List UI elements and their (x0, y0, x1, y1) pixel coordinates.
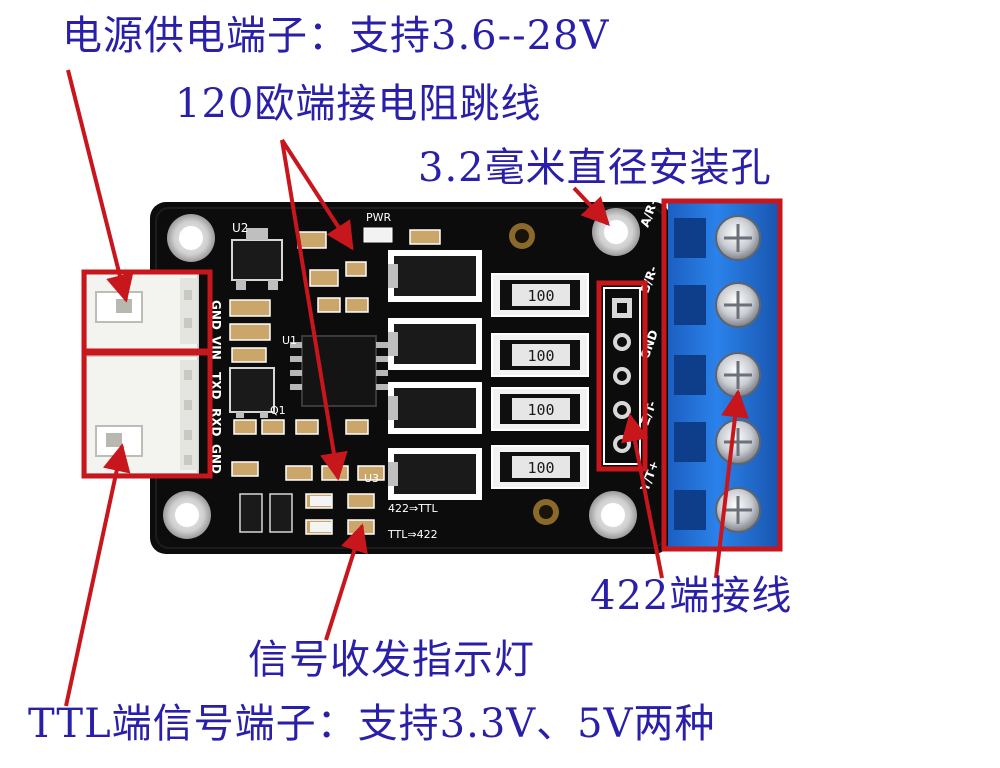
arrow-mount-hole (572, 186, 610, 227)
tvs-diode (388, 382, 482, 434)
mount-hole-bottom-left (163, 491, 211, 539)
pwr-led (363, 227, 393, 243)
annotation-power-terminal: 电源供电端子：支持3.6--28V (62, 13, 610, 59)
terminal-block-422 (668, 202, 778, 548)
arrow-ttl (64, 443, 131, 707)
resistor-value: 100 (527, 287, 554, 305)
arrow-led (324, 523, 368, 641)
annotation-422-wiring: 422端接线 (590, 573, 793, 619)
tvs-diode (388, 448, 482, 500)
resistor-100: 100 (491, 445, 589, 489)
mount-hole-top-left (167, 214, 215, 262)
regulator-u2 (231, 228, 283, 290)
resistor-value: 100 (527, 347, 554, 365)
transistor-q1 (229, 367, 275, 418)
annotation-termination-jumper: 120欧端接电阻跳线 (175, 81, 542, 127)
arrow-term-jumper-2 (280, 139, 348, 481)
terminal-screw (674, 419, 761, 465)
u2-label: U2 (232, 221, 248, 235)
highlight-ttl-connector (81, 350, 213, 479)
arrow-term-jumper-1 (280, 138, 354, 251)
u1-label: U1 (282, 334, 297, 347)
arrow-power (66, 69, 134, 303)
tvs-diodes (388, 250, 482, 500)
pin-header-422 (603, 287, 641, 465)
direction-label-ttl-422: TTL⇒422 (387, 528, 438, 541)
arrow-422-header (621, 413, 664, 579)
resistor-100: 100 (491, 333, 589, 377)
terminal-screw (674, 352, 761, 398)
pwr-label: PWR (366, 211, 392, 224)
arrow-422-terminal (714, 389, 749, 579)
resistor-100: 100 (491, 273, 589, 317)
highlight-pin-header (596, 280, 648, 472)
terminal-screw (674, 282, 761, 328)
resistor-100: 100 (491, 387, 589, 431)
u3-label: U3 (364, 472, 379, 485)
highlight-terminal-block (661, 198, 783, 552)
resistor-value: 100 (527, 401, 554, 419)
tvs-diode (388, 250, 482, 302)
annotation-signal-led: 信号收发指示灯 (248, 637, 535, 683)
direction-label-422-ttl: 422⇒TTL (388, 502, 438, 515)
ttl-connector (85, 355, 199, 475)
q1-label: Q1 (270, 404, 286, 417)
power-connector (85, 272, 199, 351)
resistor-value: 100 (527, 459, 554, 477)
tvs-diode (388, 318, 482, 370)
signal-leds (239, 493, 332, 533)
annotation-mount-hole: 3.2毫米直径安装孔 (418, 145, 772, 191)
transceiver-ic-u1 (290, 335, 388, 407)
terminal-screw (674, 215, 761, 261)
terminal-resistors: 100 100 100 100 (491, 273, 589, 489)
annotation-ttl-terminal: TTL端信号端子：支持3.3V、5V两种 (28, 701, 716, 747)
mount-hole-bottom-right (589, 491, 637, 539)
